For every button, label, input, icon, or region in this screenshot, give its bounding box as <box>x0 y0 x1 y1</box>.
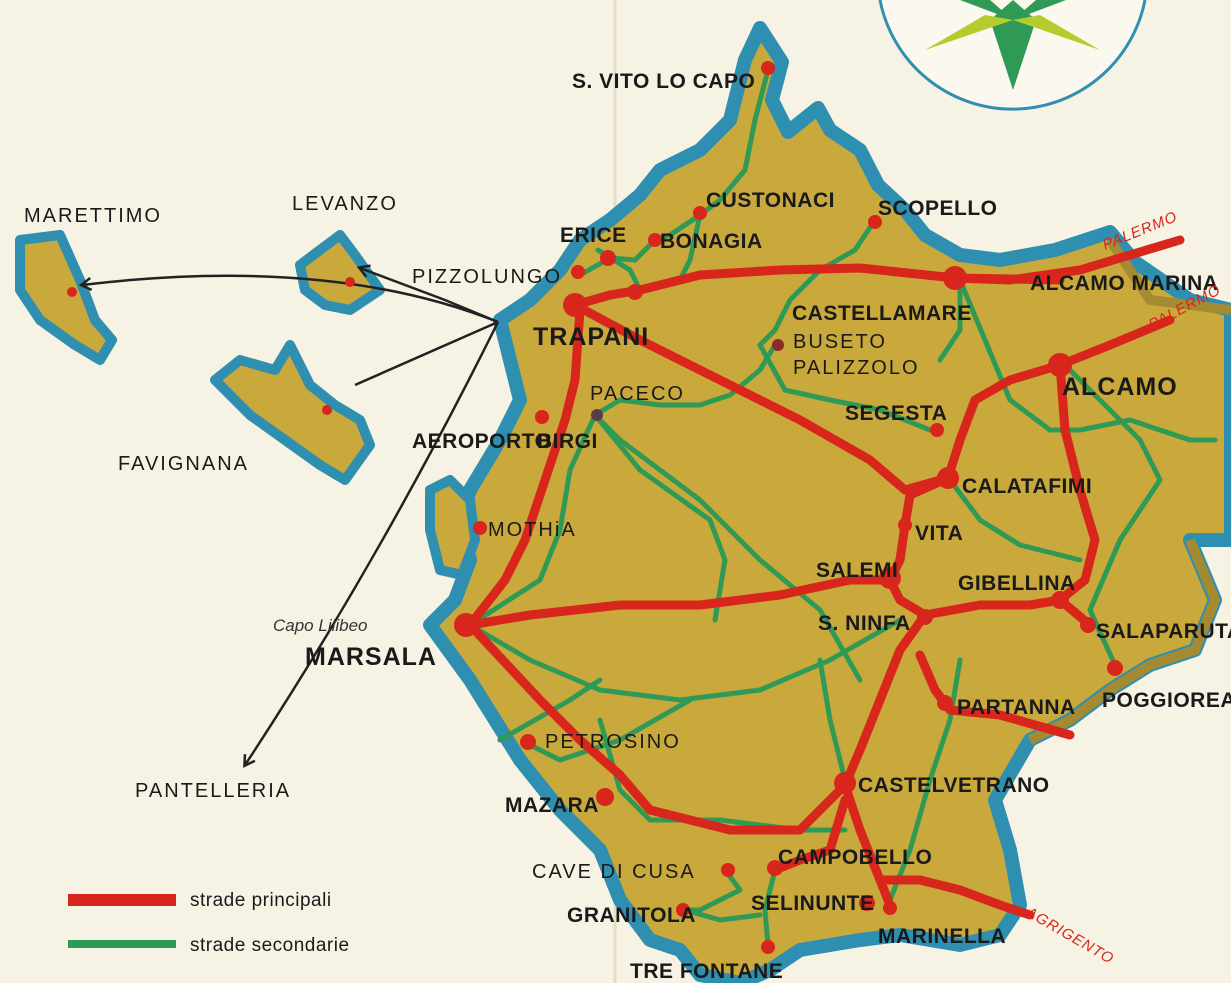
label-capo-lilibeo: Capo Lilibeo <box>273 616 368 635</box>
label-bonagia: BONAGIA <box>660 230 763 253</box>
route-to-favignana <box>354 320 499 387</box>
town-favignana <box>322 405 332 415</box>
label-marettimo: MARETTIMO <box>24 205 162 227</box>
legend-main-swatch <box>68 894 176 906</box>
town-campobello <box>767 860 783 876</box>
island-mothia <box>425 475 480 580</box>
label-salaparuta: SALAPARUTA <box>1096 620 1231 643</box>
label-mothia: MOTHiA <box>488 519 577 541</box>
label-partanna: PARTANNA <box>957 696 1076 719</box>
town-calatafimi <box>937 467 959 489</box>
island-marettimo <box>15 230 117 365</box>
town-mazara <box>596 788 614 806</box>
label-custonaci: CUSTONACI <box>706 189 835 212</box>
compass-rose-icon <box>878 0 1147 111</box>
town-gibellina <box>1051 591 1069 609</box>
label-aeroporto: AEROPORTO <box>412 430 551 453</box>
label-vita: VITA <box>915 522 963 545</box>
town-segesta <box>930 423 944 437</box>
town-bonagia <box>648 233 662 247</box>
label-buseto: BUSETO <box>793 331 887 353</box>
label-gibellina: GIBELLINA <box>958 572 1076 595</box>
label-s-vito: S. VITO LO CAPO <box>572 70 755 93</box>
label-tre-fontane: TRE FONTANE <box>630 960 783 983</box>
island-levanzo <box>295 230 385 315</box>
town-selinunte <box>859 895 875 911</box>
legend-secondary-swatch <box>68 940 176 948</box>
legend-main-label: strade principali <box>190 890 332 911</box>
town-castelvetrano <box>834 772 856 794</box>
town-marinella <box>883 901 897 915</box>
town-s-vito <box>761 61 775 75</box>
label-birgi: BIRGI <box>537 430 598 453</box>
label-calatafimi: CALATAFIMI <box>962 475 1092 498</box>
label-alcamo: ALCAMO <box>1062 373 1178 401</box>
label-erice: ERICE <box>560 224 627 247</box>
label-alcamo-marina: ALCAMO MARINA <box>1030 272 1218 295</box>
town-marettimo <box>67 287 77 297</box>
route-to-levanzo <box>360 268 499 324</box>
town-partanna <box>937 695 953 711</box>
label-favignana: FAVIGNANA <box>118 453 249 475</box>
town-trapani-port <box>627 284 643 300</box>
town-salemi <box>879 567 901 589</box>
label-poggioreale: POGGIOREALE <box>1102 689 1231 712</box>
town-mothia <box>473 521 487 535</box>
town-vita <box>898 518 912 532</box>
label-trapani: TRAPANI <box>533 323 649 351</box>
town-petrosino <box>520 734 536 750</box>
town-pizzolungo <box>571 265 585 279</box>
label-pizzolungo: PIZZOLUNGO <box>412 266 562 288</box>
label-petrosino: PETROSINO <box>545 731 681 753</box>
town-marsala <box>454 613 478 637</box>
town-alcamo <box>1048 353 1072 377</box>
label-castelvetrano: CASTELVETRANO <box>858 774 1050 797</box>
town-custonaci <box>693 206 707 220</box>
label-scopello: SCOPELLO <box>878 197 998 220</box>
town-buseto <box>772 339 784 351</box>
label-selinunte: SELINUNTE <box>751 892 875 915</box>
town-levanzo <box>345 277 355 287</box>
label-cave-di-cusa: CAVE DI CUSA <box>532 861 696 883</box>
label-pantelleria: PANTELLERIA <box>135 780 291 802</box>
town-castellamare <box>943 266 967 290</box>
town-paceco <box>591 409 603 421</box>
route-to-pantelleria <box>245 321 500 765</box>
town-granitola <box>676 903 690 917</box>
town-salaparuta <box>1080 617 1096 633</box>
legend-secondary-label: strade secondarie <box>190 935 350 956</box>
route-to-marettimo <box>82 274 499 324</box>
town-cave-di-cusa <box>721 863 735 877</box>
label-salemi: SALEMI <box>816 559 898 582</box>
town-trapani <box>563 293 587 317</box>
label-levanzo: LEVANZO <box>292 193 398 215</box>
town-scopello <box>868 215 882 229</box>
label-palizzolo: PALIZZOLO <box>793 357 920 379</box>
town-erice <box>600 250 616 266</box>
label-mazara: MAZARA <box>505 794 599 817</box>
main-roads <box>465 235 1185 920</box>
label-marsala: MARSALA <box>305 643 437 671</box>
island-favignana <box>210 340 375 485</box>
town-tre-fontane <box>761 940 775 954</box>
label-s-ninfa: S. NINFA <box>818 612 911 635</box>
label-granitola: GRANITOLA <box>567 904 696 927</box>
mainland-land <box>423 21 1231 983</box>
label-castellamare: CASTELLAMARE <box>792 302 972 325</box>
town-birgi <box>535 410 549 424</box>
label-marinella: MARINELLA <box>878 925 1006 948</box>
label-campobello: CAMPOBELLO <box>778 846 932 869</box>
label-segesta: SEGESTA <box>845 402 947 425</box>
place-labels: MARETTIMO LEVANZO FAVIGNANA PANTELLERIA … <box>24 70 1231 983</box>
map-legend: strade principali strade secondarie <box>68 890 350 956</box>
ferry-routes <box>82 268 500 765</box>
town-markers <box>67 61 1123 954</box>
town-poggioreale <box>1107 660 1123 676</box>
label-paceco: PACECO <box>590 383 685 405</box>
town-s-ninfa <box>917 609 933 625</box>
